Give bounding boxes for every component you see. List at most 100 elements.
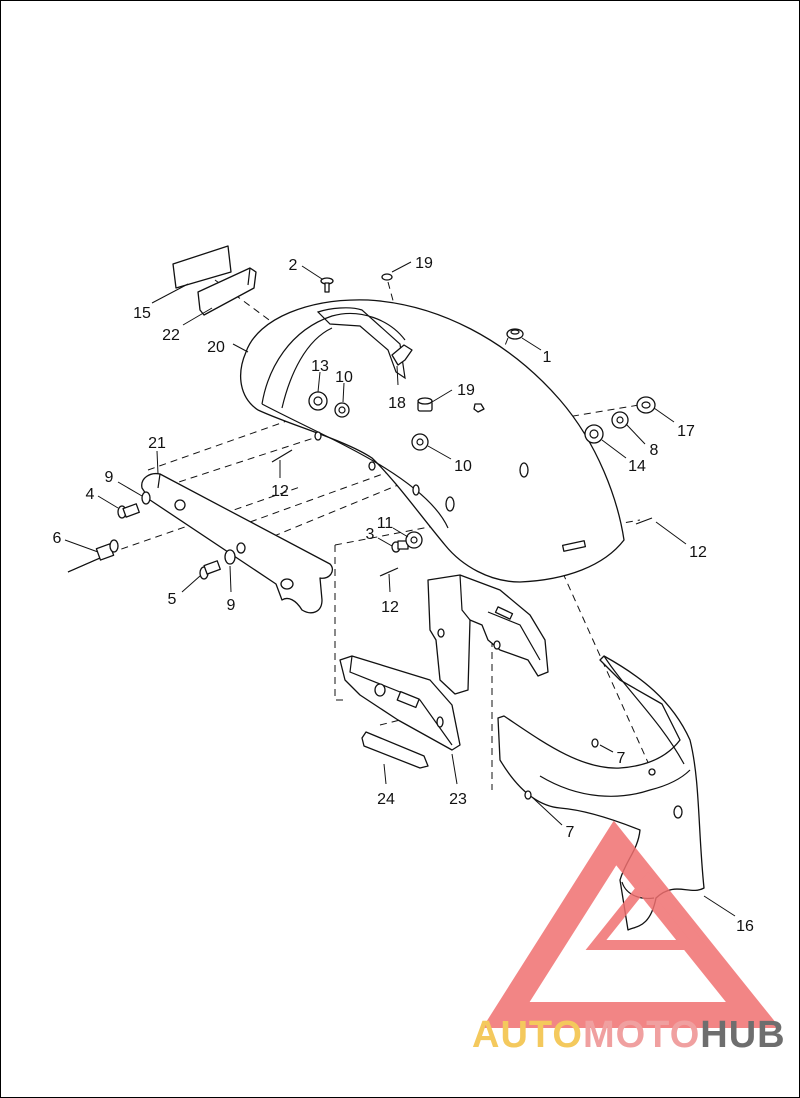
leader-line [601, 439, 627, 459]
leader-line [117, 481, 143, 497]
callout-c10a: 10 [335, 369, 353, 386]
rear-fender-part-20 [240, 299, 625, 583]
watermark-auto: AUTO [472, 1014, 583, 1056]
callout-c23: 23 [449, 791, 467, 808]
reflector-part-24 [361, 731, 429, 769]
pad-part-22 [197, 267, 257, 316]
align-line [249, 465, 406, 523]
screw-part-7b [524, 790, 532, 800]
callout-c10b: 10 [454, 458, 472, 475]
clip-part-19a [381, 273, 393, 281]
pin-part-12a [271, 449, 293, 463]
washer-part-14 [584, 424, 604, 444]
clip-slot [473, 403, 485, 413]
leader-line [64, 539, 99, 553]
callout-c9a: 9 [105, 469, 114, 486]
callout-c8: 8 [650, 442, 659, 459]
callout-c6: 6 [53, 530, 62, 547]
screw-part-4 [117, 503, 140, 519]
watermark-logo [482, 820, 781, 1028]
leader-line [532, 797, 563, 826]
leader-line [396, 365, 399, 386]
leader-lines [64, 261, 736, 917]
washer-part-9a [141, 491, 151, 505]
leader-line [377, 537, 393, 547]
callout-c2: 2 [289, 257, 298, 274]
tab-part-18 [391, 344, 413, 366]
leader-line [703, 895, 736, 917]
washer-part-9b [224, 549, 236, 565]
leader-line [655, 521, 687, 545]
washer-part-8 [611, 411, 629, 429]
leader-line [156, 450, 159, 475]
leader-line [391, 261, 412, 273]
license-bracket [427, 574, 549, 695]
callout-c12a: 12 [271, 483, 289, 500]
leader-line [232, 343, 249, 353]
callout-c22: 22 [162, 327, 180, 344]
align-line [379, 719, 401, 726]
callout-c18: 18 [388, 395, 406, 412]
leader-line [342, 382, 345, 403]
pad-part-15 [172, 245, 232, 289]
leader-line [182, 307, 213, 326]
watermark-text: AUTOMOTOHUB [472, 1014, 786, 1056]
pin-part-12b [635, 517, 653, 525]
leader-line [653, 407, 675, 423]
callout-c17: 17 [677, 423, 695, 440]
callout-c3: 3 [366, 526, 375, 543]
callout-c5: 5 [168, 591, 177, 608]
align-line [334, 545, 345, 701]
leader-line [392, 527, 409, 538]
callout-c16: 16 [736, 918, 754, 935]
leader-line [521, 337, 542, 351]
callout-c19b: 19 [457, 382, 475, 399]
clip-part-19b [417, 397, 433, 412]
bolt-part-17 [636, 396, 656, 414]
screw-part-5 [199, 560, 221, 580]
callout-c12b: 12 [689, 544, 707, 561]
align-line [547, 539, 656, 779]
callout-c9b: 9 [227, 597, 236, 614]
callout-c7b: 7 [566, 824, 575, 841]
callout-c21: 21 [148, 435, 166, 452]
leader-line [151, 283, 189, 304]
callout-c19a: 19 [415, 255, 433, 272]
leader-line [599, 744, 614, 753]
grommet-part-1 [506, 328, 524, 340]
callout-c24: 24 [377, 791, 395, 808]
leader-line [388, 573, 391, 593]
spacer-part-10a [334, 402, 350, 418]
leader-line [427, 445, 452, 460]
leader-line [317, 371, 321, 393]
leader-line [229, 565, 232, 593]
stud-part-6 [67, 539, 119, 573]
callout-c14: 14 [628, 458, 646, 475]
leader-line [181, 575, 201, 593]
screw-part-7a [591, 738, 599, 748]
leader-line [301, 265, 323, 280]
callout-c1: 1 [543, 349, 552, 366]
callout-c15: 15 [133, 305, 151, 322]
leader-line [625, 423, 646, 445]
leader-line [431, 389, 453, 403]
callout-c11: 11 [377, 515, 394, 532]
bracket-part-21 [141, 472, 334, 614]
leader-line [97, 495, 119, 509]
plate-bracket-part-23 [339, 655, 461, 751]
callout-c13: 13 [311, 358, 329, 375]
bolt-part-3 [391, 540, 409, 553]
align-line [239, 475, 421, 551]
callout-c7a: 7 [617, 750, 626, 767]
leader-line [383, 763, 387, 785]
callout-c12c: 12 [381, 599, 399, 616]
callout-c4: 4 [86, 486, 95, 503]
watermark-inner-triangle [585, 871, 711, 950]
callout-c20: 20 [207, 339, 225, 356]
watermark-hub: HUB [700, 1014, 785, 1056]
screw-part-2 [320, 277, 334, 293]
watermark-moto: MOTO [583, 1014, 700, 1056]
callout-labels: 2 19 1 15 22 20 13 10 18 19 17 814 21 10 9 12 4 311 6 12 5 9 1… [53, 255, 754, 935]
nut-part-13 [308, 391, 328, 411]
